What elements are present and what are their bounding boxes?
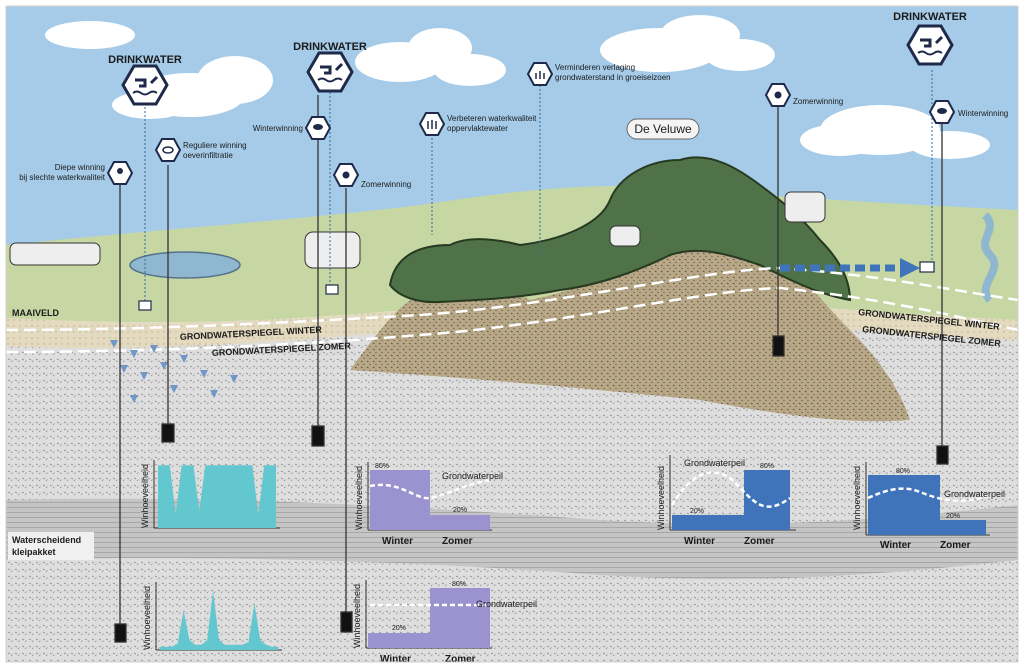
kleipakket-label-1: Waterscheidend [12, 535, 81, 545]
chart-ylabel: Winhoeveelheid [142, 586, 152, 650]
kleipakket-badge: Waterscheidend kleipakket [8, 532, 94, 560]
winter-cloud-icon [928, 100, 956, 124]
pct-label: 20% [690, 508, 704, 515]
chart-winterwinning-veluwe: Winhoeveelheid 80% 20% Grondwaterpeil Wi… [852, 462, 1005, 551]
groundwater-curve [867, 487, 989, 502]
x-label-winter: Winter [880, 540, 911, 551]
chart-winterwinning: Winhoeveelheid 80% 20% Grondwaterpeil Wi… [354, 462, 503, 547]
river [981, 212, 999, 303]
surface-quality-label-1: Verbeteren waterkwaliteit [447, 114, 537, 123]
sun-icon [332, 163, 360, 187]
veluwe-ridge [350, 238, 910, 422]
drinkwater-icon [306, 51, 354, 93]
groundwater-flow-arrow [780, 258, 920, 278]
drinkwater-label: DRINKWATER [108, 54, 182, 66]
drawdown-label-2: grondwaterstand in groeiseizoen [555, 73, 671, 82]
deep-well-label-1: Diepe winning [55, 163, 105, 172]
groundwater-curve [369, 478, 493, 500]
groundwater-winter-line [5, 266, 1019, 332]
pct-label: 80% [452, 581, 466, 588]
x-label-zomer: Zomer [445, 654, 476, 665]
pct-label: 20% [453, 507, 467, 514]
sun-icon [764, 83, 792, 107]
chart-ylabel: Winhoeveelheid [352, 584, 362, 648]
callout-leaders [144, 70, 933, 305]
chart-oeverinfiltratie: Winhoeveelheid [140, 460, 280, 529]
x-label-zomer: Zomer [744, 536, 775, 547]
pct-label: 80% [375, 463, 389, 470]
bar-zomer [430, 588, 490, 648]
reed-icon [418, 112, 446, 136]
chart-zomerwinning: Winhoeveelheid 20% 80% Grondwaterpeil Wi… [352, 580, 537, 665]
drawdown-label-1: Verminderen verlaging [555, 63, 635, 72]
infiltration-drops [110, 340, 238, 403]
pct-label: 80% [896, 468, 910, 475]
chart-ylabel: Winhoeveelheid [354, 466, 364, 530]
pct-label: 80% [760, 463, 774, 470]
bank-infiltration-icon [154, 138, 182, 162]
surface-quality-label-2: oppervlaktewater [447, 124, 508, 133]
chart-ylabel: Winhoeveelheid [656, 466, 666, 530]
plant-icon [526, 62, 554, 86]
groundwater-summer-line [5, 286, 1019, 354]
chart-diepe-winning: Winhoeveelheid [142, 582, 282, 651]
area-series [158, 465, 276, 528]
clouds [45, 15, 990, 159]
pct-label: 20% [946, 513, 960, 520]
bar-winter [370, 470, 430, 530]
pump-stations [138, 261, 935, 311]
zomerwinning-label: Zomerwinning [793, 97, 843, 106]
x-label-winter: Winter [684, 536, 715, 547]
drinkwater-label: DRINKWATER [293, 41, 367, 53]
deep-well-icon [106, 161, 134, 185]
bar-zomer [940, 520, 986, 535]
bar-winter [672, 515, 744, 530]
series-label: Grondwaterpeil [442, 471, 503, 481]
series-label: Grondwaterpeil [684, 458, 745, 468]
bar-winter [868, 475, 940, 535]
x-label-zomer: Zomer [940, 540, 971, 551]
bar-winter [368, 633, 430, 648]
x-label-winter: Winter [380, 654, 411, 665]
bar-zomer [430, 515, 490, 530]
bank-infiltration-label-2: oeverinfiltratie [183, 151, 233, 160]
area-series [160, 590, 278, 650]
wells [114, 95, 949, 643]
winter-cloud-icon [304, 116, 332, 140]
x-label-winter: Winter [382, 536, 413, 547]
winterwinning-label: Winterwinning [253, 124, 303, 133]
region-badge: De Veluwe [626, 118, 700, 140]
drinkwater-icon [906, 24, 954, 66]
maaiveld-label: MAAIVELD [12, 308, 60, 318]
surface-water-lake [129, 251, 241, 279]
series-label: Grondwaterpeil [944, 489, 1005, 499]
chart-ylabel: Winhoeveelheid [852, 466, 862, 530]
chart-zomerwinning-veluwe: Winhoeveelheid 20% 80% Grondwaterpeil Wi… [656, 455, 796, 547]
drinkwater-icon [121, 64, 169, 106]
winterwinning-label: Winterwinning [958, 109, 1008, 118]
pct-label: 20% [392, 625, 406, 632]
series-label: Grondwaterpeil [476, 599, 537, 609]
kleipakket-label-2: kleipakket [12, 547, 56, 557]
bank-infiltration-label-1: Reguliere winning [183, 141, 247, 150]
drinkwater-label: DRINKWATER [893, 11, 967, 23]
x-label-zomer: Zomer [442, 536, 473, 547]
chart-ylabel: Winhoeveelheid [140, 464, 150, 528]
deep-well-label-2: bij slechte waterkwaliteit [19, 173, 106, 182]
region-label: De Veluwe [634, 122, 692, 136]
bar-zomer [744, 470, 790, 530]
groundwater-curve [670, 471, 791, 508]
zomerwinning-label: Zomerwinning [361, 180, 411, 189]
